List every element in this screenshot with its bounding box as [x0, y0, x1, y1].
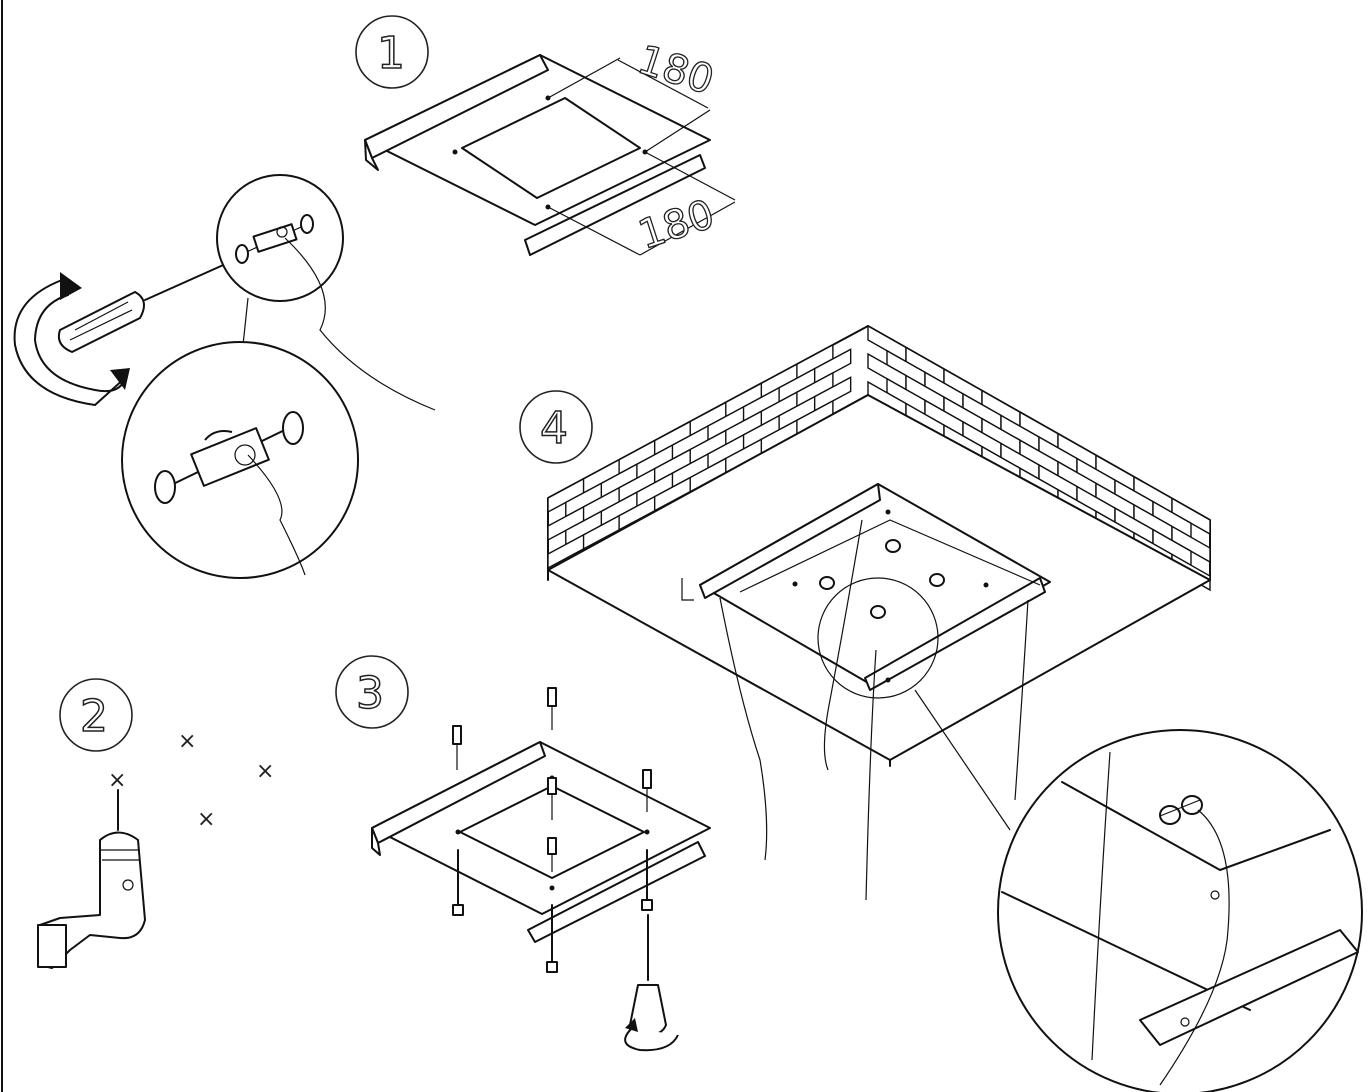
drill-mark-1: × [178, 729, 196, 754]
brick [1171, 525, 1211, 564]
step-1-plate [364, 54, 736, 256]
brick [813, 348, 852, 384]
detail-highlight-circle [817, 577, 939, 699]
mounting-detail-large [997, 729, 1363, 1092]
drill-mark-4: × [197, 807, 215, 832]
dimension-width-label: 180 [632, 37, 719, 104]
drill-mark-3: × [256, 759, 274, 784]
step-3-plate [371, 741, 711, 943]
drill-icon [37, 789, 146, 969]
step-badge-3: 3 [335, 655, 409, 729]
screw-icon [452, 687, 653, 973]
step-badge-2: 2 [59, 678, 133, 752]
rotate-arrow-icon [13, 272, 130, 406]
drill-mark-2: × [108, 768, 126, 793]
step-3-number: 3 [356, 668, 384, 719]
step-1-number: 1 [377, 28, 405, 79]
step-badge-1: 1 [355, 15, 429, 89]
detail-connector [242, 297, 249, 346]
dimension-depth-label: 180 [633, 191, 720, 258]
brick [1171, 497, 1211, 536]
screwdriver-icon [57, 261, 231, 353]
step-2-number: 2 [80, 691, 108, 742]
detail-connector-line [914, 689, 1011, 831]
wall-plug-detail-large [121, 341, 359, 579]
brick [813, 376, 852, 412]
step-4-number: 4 [540, 403, 568, 454]
wall-plug-detail-small [216, 174, 436, 411]
step-4-mounted-plate [681, 483, 1051, 901]
step-badge-4: 4 [519, 390, 593, 464]
step-3-screwdriver-icon [624, 914, 679, 1052]
